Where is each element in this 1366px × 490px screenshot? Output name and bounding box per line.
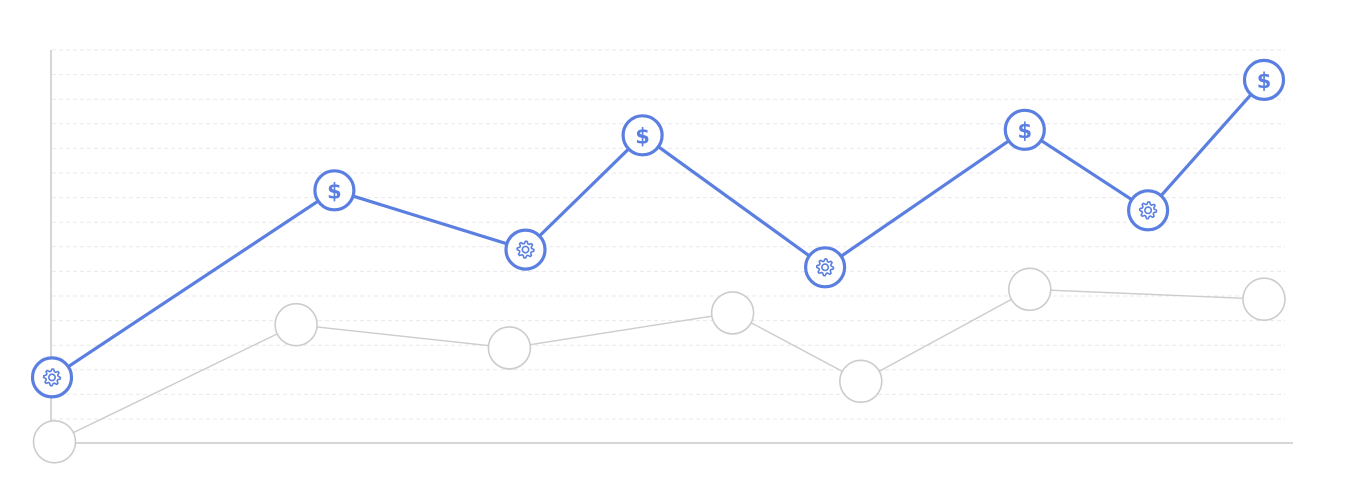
dollar-icon bbox=[635, 124, 650, 148]
data-point[interactable] bbox=[30, 356, 74, 399]
series-primary-line bbox=[51, 78, 1266, 379]
data-point-empty[interactable] bbox=[838, 359, 883, 404]
data-point-empty[interactable] bbox=[1008, 267, 1052, 312]
dollar-icon bbox=[1017, 118, 1033, 142]
data-point-empty[interactable] bbox=[32, 419, 77, 464]
dollar-icon bbox=[327, 179, 342, 203]
data-point-marker bbox=[803, 246, 847, 289]
data-point-marker bbox=[30, 356, 74, 399]
data-point-empty[interactable] bbox=[1242, 277, 1286, 322]
data-point[interactable] bbox=[1003, 108, 1046, 151]
data-point-empty[interactable] bbox=[710, 291, 755, 335]
data-point-empty[interactable] bbox=[487, 326, 532, 370]
data-point[interactable] bbox=[504, 228, 547, 271]
data-point[interactable] bbox=[621, 114, 664, 157]
data-point[interactable] bbox=[1126, 189, 1170, 232]
data-point[interactable] bbox=[1242, 58, 1286, 102]
series-primary bbox=[30, 58, 1286, 399]
series-secondary bbox=[32, 267, 1286, 464]
data-point-marker bbox=[1126, 189, 1170, 232]
grid-lines bbox=[52, 49, 1285, 420]
data-point[interactable] bbox=[313, 169, 356, 212]
dollar-icon bbox=[1256, 68, 1272, 92]
data-point-empty[interactable] bbox=[274, 302, 318, 347]
data-point[interactable] bbox=[803, 246, 847, 289]
data-point-marker bbox=[504, 228, 547, 271]
series-layer bbox=[30, 58, 1286, 464]
